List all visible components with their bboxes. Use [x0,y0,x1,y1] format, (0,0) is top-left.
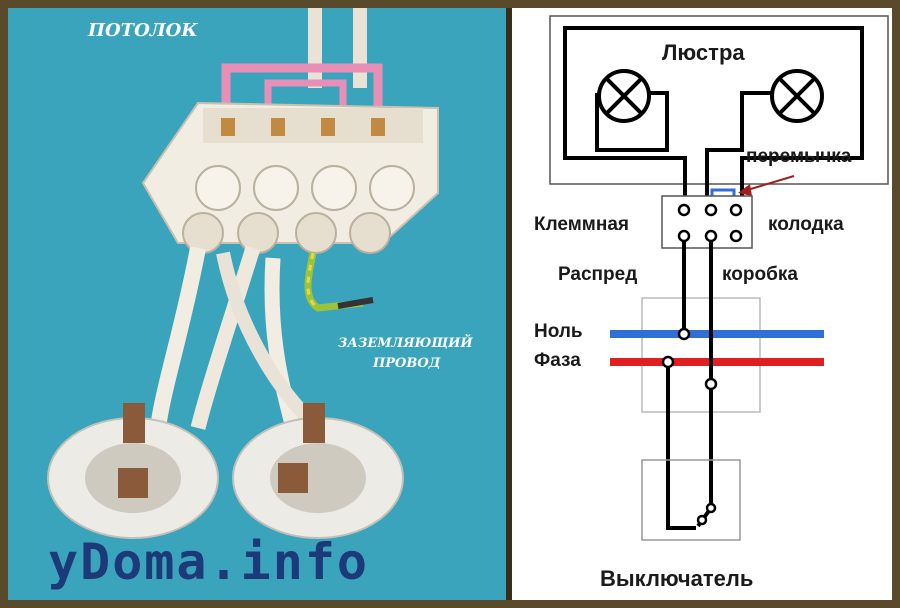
right-lamp-icon [770,69,824,123]
watermark-text: yDoma.info [48,533,370,591]
right-lamp-wire [705,91,787,198]
switch-label: Выключатель [600,566,754,591]
ground-wire-label-line1: ЗАЗЕМЛЯЮЩИЙ [338,336,473,351]
phase-label: Фаза [534,350,581,371]
terminal-block-right-label: колодка [768,214,844,235]
terminal-block-left-label: Клеммная [534,214,629,235]
photo-drawing [47,8,439,539]
ground-wire-label-line2: ПРОВОД [373,356,441,371]
switch-box [641,459,741,541]
left-lamp-wire [595,91,669,152]
junction-box [641,297,761,413]
image-frame: ПОТОЛОК ЗАЗЕМЛЯЮЩИЙ ПРОВОД yDoma.info [8,8,892,600]
wiring-photo: ПОТОЛОК ЗАЗЕМЛЯЮЩИЙ ПРОВОД yDoma.info [8,8,506,600]
chandelier-label: Люстра [662,40,745,65]
chandelier-box [549,15,889,185]
scheme-drawing [549,15,889,541]
wiring-scheme: Люстра перемычка Клеммная колодка Распре… [512,8,892,600]
ceiling-label: ПОТОЛОК [88,20,198,41]
junction-box-left-label: Распред [558,264,638,285]
junction-box-right-label: коробка [722,264,798,285]
lamp-outer-wire [563,26,864,198]
neutral-label: Ноль [534,321,583,342]
left-lamp-icon [597,69,651,123]
jumper-label: перемычка [746,146,852,167]
jumper-arrow [743,175,795,192]
panel-divider [506,8,512,600]
